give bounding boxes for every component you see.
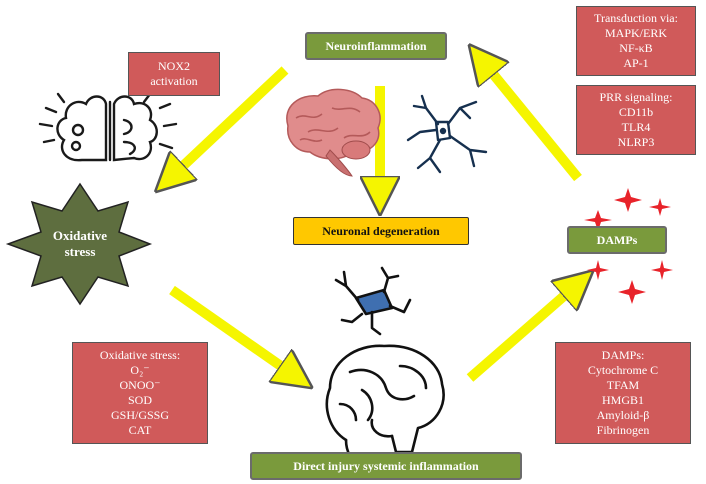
damps-list-box: DAMPs: Cytochrome C TFAM HMGB1 Amyloid-β… (555, 342, 691, 444)
nox2-box: NOX2 activation (128, 52, 220, 96)
damps-node: DAMPs (567, 226, 667, 254)
arrow-oxidative-to-injury (169, 285, 298, 378)
arrow-injury-to-damps (466, 282, 580, 382)
spark-icon (651, 260, 673, 280)
prr-signaling-box: PRR signaling: CD11b TLR4 NLRP3 (576, 85, 696, 155)
microglia-icon (406, 94, 488, 174)
spark-icon (649, 198, 671, 216)
neuron-brain-icon (325, 266, 445, 468)
neuroinflammation-label: Neuroinflammation (325, 38, 427, 53)
brain-gears-icon (38, 92, 178, 162)
spark-icon (587, 260, 609, 280)
brain-photo-icon (286, 88, 381, 177)
oxidative-stress-label: Oxidative stress (30, 224, 130, 264)
arrow-damps-to-neuroinflammation (480, 58, 582, 182)
oxidative-stress-line2: stress (64, 244, 96, 259)
neuronal-degeneration-label: Neuronal degeneration (322, 223, 440, 238)
oxidative-stress-box: Oxidative stress: O₂⁻ ONOO⁻ SOD GSH/GSSG… (72, 342, 208, 444)
oxidative-stress-star (5, 182, 153, 306)
spark-icons (584, 188, 673, 304)
spark-icon (584, 210, 612, 231)
neuronal-degeneration-node: Neuronal degeneration (293, 217, 469, 245)
transduction-box: Transduction via: MAPK/ERK NF-κB AP-1 (576, 6, 696, 76)
spark-icon (614, 188, 642, 212)
damps-label: DAMPs (596, 232, 638, 247)
oxidative-stress-line1: Oxidative (52, 228, 108, 243)
arrows (168, 58, 580, 378)
arrow-neuroinflammation-to-oxidative (168, 66, 289, 180)
neuroinflammation-node: Neuroinflammation (305, 32, 447, 60)
direct-injury-label: Direct injury systemic inflammation (293, 458, 479, 473)
direct-injury-node: Direct injury systemic inflammation (250, 452, 522, 480)
spark-icon (618, 280, 646, 304)
